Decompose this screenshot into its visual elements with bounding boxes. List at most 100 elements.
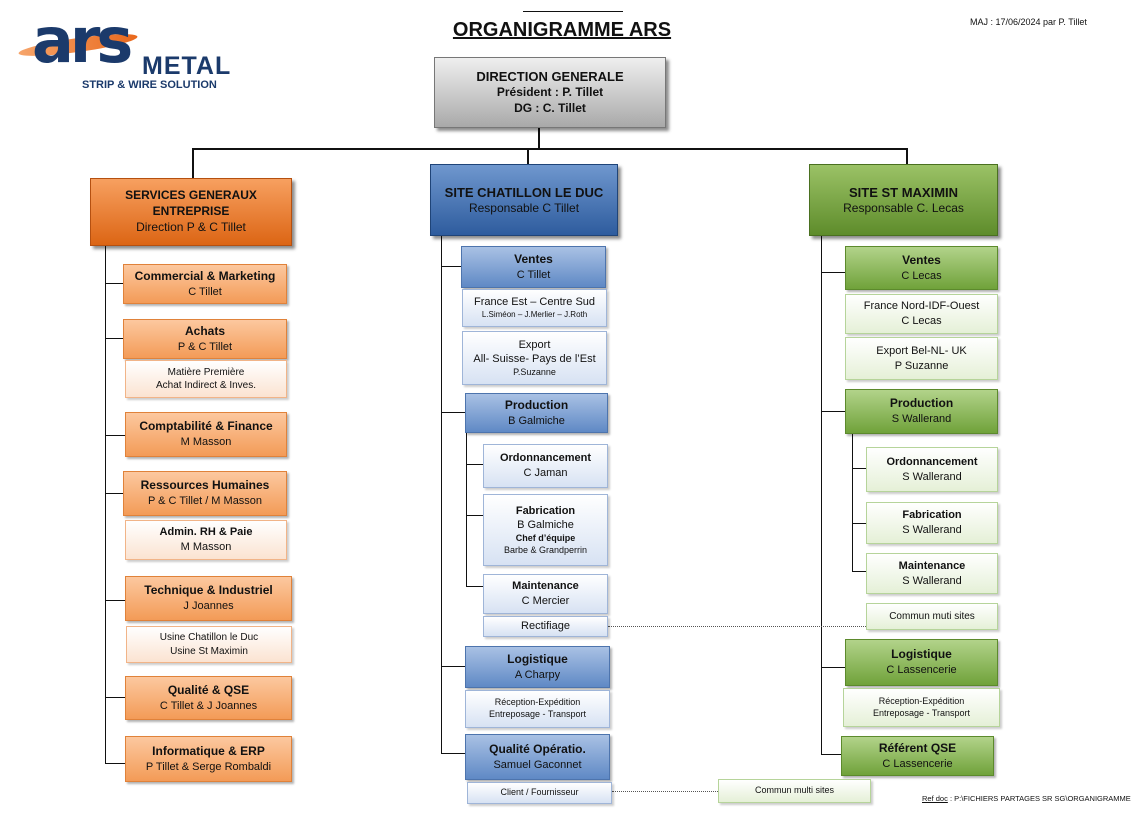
page-title: ORGANIGRAMME ARS xyxy=(452,19,672,41)
box-title: Fabrication xyxy=(515,504,576,517)
chatillon-logistique-box: Logistique A Charpy xyxy=(465,646,610,688)
qualite-qse-box: Qualité & QSE C Tillet & J Joannes xyxy=(125,676,292,720)
box-person: M Masson xyxy=(180,541,232,553)
connector xyxy=(906,148,908,164)
maximin-ordonnancement-box: Ordonnancement S Wallerand xyxy=(866,447,998,492)
ars-logo: ars METAL STRIP & WIRE SOLUTION xyxy=(17,4,240,96)
box-person: C Lecas xyxy=(901,269,942,282)
direction-dg: DG : C. Tillet xyxy=(514,101,586,116)
box-person: S Wallerand xyxy=(902,574,962,587)
box-title: Maintenance xyxy=(898,559,966,572)
box-person: C Mercier xyxy=(521,595,570,607)
detail-line: Achat Indirect & Inves. xyxy=(155,380,257,391)
box-title: Production xyxy=(889,396,954,411)
maximin-logistique-box: Logistique C Lassencerie xyxy=(845,639,998,686)
connector xyxy=(466,464,483,465)
ressources-humaines-box: Ressources Humaines P & C Tillet / M Mas… xyxy=(123,471,287,516)
connector xyxy=(821,411,845,412)
detail-line: All- Suisse- Pays de l’Est xyxy=(473,353,596,366)
box-person: P & C Tillet xyxy=(177,340,233,353)
connector xyxy=(527,148,529,164)
box-person: Samuel Gaconnet xyxy=(493,758,582,771)
chatillon-ventes-box: Ventes C Tillet xyxy=(461,246,606,288)
site-maximin-header: SITE ST MAXIMIN Responsable C. Lecas xyxy=(809,164,998,236)
detail-title: France Est – Centre Sud xyxy=(473,296,596,309)
maximin-maintenance-box: Maintenance S Wallerand xyxy=(866,553,998,594)
connector xyxy=(105,246,106,764)
direction-title: DIRECTION GENERALE xyxy=(476,69,624,85)
detail-line: Matière Première xyxy=(167,366,245,378)
detail-line: Export Bel-NL- UK xyxy=(876,344,967,357)
box-person: B Galmiche xyxy=(517,519,574,532)
maximin-referent-qse-box: Référent QSE C Lassencerie xyxy=(841,736,994,776)
connector xyxy=(441,666,465,667)
connector xyxy=(852,468,866,469)
detail-line: Réception-Expédition xyxy=(494,697,581,708)
detail-line: France Nord-IDF-Ouest xyxy=(863,300,980,313)
box-person: P & C Tillet / M Masson xyxy=(147,495,263,508)
detail-line: Usine St Maximin xyxy=(170,645,248,657)
ref-doc-label: Ref doc xyxy=(922,794,948,803)
detail-line: Commun muti sites xyxy=(889,610,975,622)
connector xyxy=(105,600,125,601)
detail-line: P Suzanne xyxy=(894,359,949,372)
box-person: S Wallerand xyxy=(902,524,962,536)
chatillon-fabrication-box: Fabrication B Galmiche Chef d’équipe Bar… xyxy=(483,494,608,566)
connector xyxy=(466,433,467,587)
box-title: Logistique xyxy=(507,651,568,666)
box-title: Ressources Humaines xyxy=(140,478,270,493)
ref-doc-path: : P:\FICHIERS PARTAGES SR SG\ORGANIGRAMM… xyxy=(947,794,1131,803)
informatique-erp-box: Informatique & ERP P Tillet & Serge Romb… xyxy=(125,736,292,782)
connector xyxy=(105,493,125,494)
services-title-2: ENTREPRISE xyxy=(152,204,230,219)
connector xyxy=(821,667,845,668)
box-title: Maintenance xyxy=(512,580,579,593)
box-title: Achats xyxy=(184,323,225,338)
box-title: Ordonnancement xyxy=(886,455,978,468)
chatillon-rectifiage-box: Rectifiage xyxy=(483,616,608,637)
detail-names: L.Siméon – J.Merlier – J.Roth xyxy=(481,309,588,319)
box-title: Admin. RH & Paie xyxy=(159,526,253,539)
update-note: MAJ : 17/06/2024 par P. Tillet xyxy=(970,17,1087,27)
services-direction: Direction P & C Tillet xyxy=(136,219,246,234)
box-person: C Lassencerie xyxy=(882,757,953,770)
connector xyxy=(105,697,125,698)
usines-box: Usine Chatillon le Duc Usine St Maximin xyxy=(126,626,292,663)
maximin-france-nord-box: France Nord-IDF-Ouest C Lecas xyxy=(845,294,998,334)
chatillon-production-box: Production B Galmiche xyxy=(465,393,608,433)
connector xyxy=(821,272,845,273)
connector xyxy=(466,515,483,516)
box-person: P Tillet & Serge Rombaldi xyxy=(145,760,272,773)
connector xyxy=(538,128,540,149)
logo-tagline: STRIP & WIRE SOLUTION xyxy=(82,79,217,91)
detail-line: P.Suzanne xyxy=(513,366,556,377)
ref-doc: Ref doc : P:\FICHIERS PARTAGES SR SG\ORG… xyxy=(922,794,1131,803)
maximin-production-box: Production S Wallerand xyxy=(845,389,998,434)
connector xyxy=(441,412,465,413)
chatillon-qualite-box: Qualité Opératio. Samuel Gaconnet xyxy=(465,734,610,780)
box-person: B Galmiche xyxy=(508,414,565,427)
detail-line: Entreposage - Transport xyxy=(872,707,971,718)
achats-detail-box: Matière Première Achat Indirect & Inves. xyxy=(125,360,287,398)
logo-ars-text: ars xyxy=(32,4,133,77)
connector xyxy=(852,434,853,572)
box-title: Qualité Opératio. xyxy=(489,741,586,756)
connector xyxy=(466,586,483,587)
maximin-logistique-detail: Réception-Expédition Entreposage - Trans… xyxy=(843,688,1000,727)
box-title: Comptabilité & Finance xyxy=(139,419,273,434)
chatillon-maintenance-box: Maintenance C Mercier xyxy=(483,574,608,614)
connector xyxy=(852,571,866,572)
box-title: Commercial & Marketing xyxy=(134,268,276,283)
site-title: SITE CHATILLON LE DUC xyxy=(444,184,604,200)
connector xyxy=(192,148,194,178)
dotted-link xyxy=(608,626,866,627)
logo-metal-text: METAL xyxy=(142,52,232,80)
box-person: S Wallerand xyxy=(902,470,962,483)
site-chatillon-header: SITE CHATILLON LE DUC Responsable C Till… xyxy=(430,164,618,236)
dotted-link xyxy=(612,791,718,792)
connector xyxy=(105,338,125,339)
connector xyxy=(105,435,125,436)
connector xyxy=(105,283,125,284)
maximin-export-box: Export Bel-NL- UK P Suzanne xyxy=(845,337,998,380)
commercial-marketing-box: Commercial & Marketing C Tillet xyxy=(123,264,287,304)
